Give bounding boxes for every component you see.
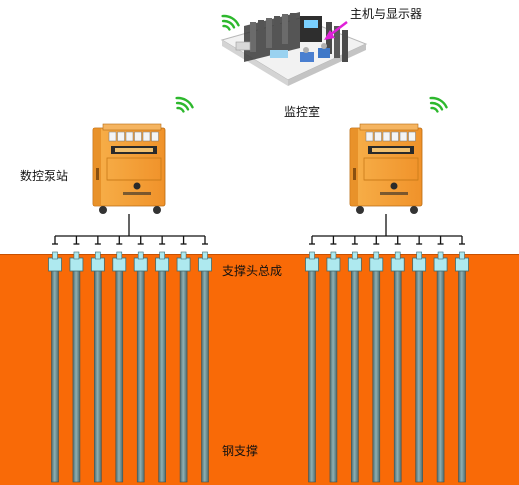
steel-support-pipe [72, 269, 81, 483]
wifi-signal-icon [221, 14, 240, 31]
pump-station-label: 数控泵站 [20, 169, 69, 183]
wifi-signal-icon [175, 96, 194, 113]
support-head-label: 支撑头总成 [222, 264, 283, 278]
support-head [369, 257, 384, 272]
steel-support-pipe [436, 269, 445, 483]
host-display-label: 主机与显示器 [350, 7, 423, 21]
support-head [155, 257, 170, 272]
host-pointer-arrowhead [324, 30, 335, 40]
support-array [48, 214, 212, 483]
cnc-pump-station [349, 123, 423, 214]
steel-support-pipe [393, 269, 402, 483]
support-head [198, 257, 212, 272]
support-head [305, 257, 319, 272]
support-head-neck [459, 251, 465, 260]
support-head [326, 257, 341, 272]
steel-support-label: 钢支撑 [222, 444, 259, 458]
support-head-neck [373, 251, 380, 260]
steel-support-pipe [415, 269, 423, 483]
host-pointer-line [329, 21, 348, 36]
steel-support-pipe [201, 269, 209, 483]
steel-support-pipe [51, 269, 59, 483]
steel-support-pipe [158, 269, 166, 483]
support-head-neck [202, 251, 208, 260]
cnc-pump-station [92, 123, 166, 214]
support-head-neck [73, 251, 80, 260]
support-head [455, 257, 469, 272]
steel-support-pipe [351, 269, 359, 483]
support-head-neck [309, 251, 315, 260]
support-head [176, 257, 191, 272]
steel-support-pipe [308, 269, 316, 483]
ground-soil [0, 254, 519, 485]
support-head-neck [137, 251, 144, 260]
support-head-neck [394, 251, 401, 260]
support-head [433, 257, 448, 272]
steel-support-pipe [372, 269, 381, 483]
steel-support-pipe [179, 269, 188, 483]
support-head [412, 257, 427, 272]
support-head [48, 257, 62, 272]
support-head-neck [95, 251, 101, 260]
steel-support-pipe [115, 269, 124, 483]
steel-support-pipe [94, 269, 102, 483]
wifi-signal-icon [429, 96, 448, 113]
support-head-neck [180, 251, 187, 260]
support-head [390, 257, 405, 272]
support-head-neck [159, 251, 165, 260]
monitor-room-label: 监控室 [284, 105, 321, 119]
support-head [90, 257, 105, 272]
support-head-neck [330, 251, 337, 260]
support-head-neck [52, 251, 58, 260]
support-array [305, 214, 469, 483]
support-head-neck [416, 251, 422, 260]
steel-support-pipe [458, 269, 466, 483]
support-head [347, 257, 362, 272]
steel-support-pipe [329, 269, 338, 483]
support-head-neck [116, 251, 123, 260]
support-head [133, 257, 148, 272]
support-head [69, 257, 84, 272]
support-head-neck [352, 251, 358, 260]
support-head-neck [437, 251, 444, 260]
support-head [112, 257, 127, 272]
steel-support-pipe [136, 269, 145, 483]
